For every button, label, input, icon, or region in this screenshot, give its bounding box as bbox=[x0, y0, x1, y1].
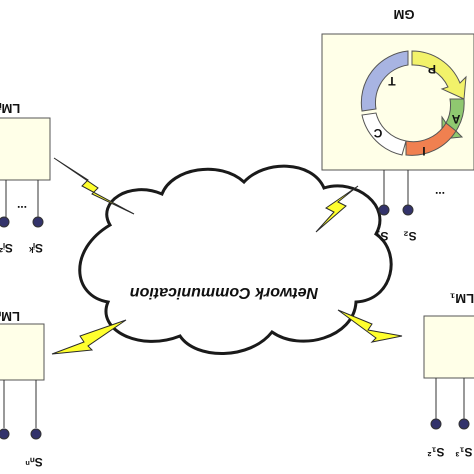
gm-segment-c bbox=[361, 112, 407, 156]
lm-right-panel bbox=[423, 315, 474, 379]
gm-segment-p bbox=[411, 50, 467, 100]
gm-title: GM bbox=[394, 7, 415, 22]
lightning-bolt-bottom-right bbox=[337, 309, 403, 343]
gm-sensor-node bbox=[378, 204, 390, 216]
gm-sensor-node bbox=[402, 204, 414, 216]
lm-top-left-sensor-label: Sᵢ² bbox=[0, 241, 13, 255]
gm-segment-i-label: I bbox=[422, 144, 425, 158]
lightning-bolt-top-right bbox=[315, 185, 359, 233]
gm-cycle-diagram: P A I C T bbox=[360, 50, 467, 158]
lm-right-sensor-node bbox=[430, 418, 442, 430]
lm-right-title: LM₁ bbox=[450, 291, 474, 306]
gm-sensor-label: S₂ bbox=[403, 229, 416, 243]
lm-bottom-left-title: LMₙ bbox=[0, 309, 20, 324]
lm-top-left-sensor-node bbox=[32, 216, 44, 228]
lm-top-left-ellipsis: ... bbox=[17, 203, 27, 217]
lm-top-left-title: LMᵢ bbox=[0, 101, 20, 116]
cloud-label: Network Communication bbox=[130, 284, 319, 301]
lightning-bolt-top-left bbox=[53, 157, 135, 215]
network-cloud: Network Communication bbox=[78, 164, 393, 355]
gm-module: GM P A I C T S₁ S₂ ... bbox=[321, 7, 474, 243]
gm-segment-t bbox=[360, 50, 409, 112]
lm-right-module: LM₁ S₁² S₁³ bbox=[423, 291, 474, 459]
lm-bottom-left-sensor-node bbox=[30, 428, 42, 440]
gm-segment-c-label: C bbox=[373, 126, 382, 140]
gm-sensor-label: S₁ bbox=[375, 229, 388, 243]
lm-right-sensor-label: S₁³ bbox=[456, 445, 473, 459]
lm-top-left-sensor-node bbox=[0, 216, 10, 228]
lm-top-left-sensor-label: Sᵢᵏ bbox=[28, 241, 43, 255]
lm-right-sensor-node bbox=[458, 418, 470, 430]
lightning-bolt-bottom-left bbox=[51, 319, 127, 355]
lm-bottom-left-sensor-node bbox=[0, 428, 10, 440]
gm-segment-t-label: T bbox=[388, 74, 396, 88]
lm-top-left-module: LMᵢ Sᵢ² Sᵢᵏ ... bbox=[0, 101, 51, 255]
gm-ellipsis: ... bbox=[435, 189, 445, 203]
gm-segment-p-label: P bbox=[428, 62, 436, 76]
lm-top-left-panel bbox=[0, 117, 51, 181]
gm-segment-a-label: A bbox=[451, 112, 460, 126]
lm-bottom-left-panel bbox=[0, 323, 45, 381]
lm-bottom-left-sensor-label: Sₙⁿ bbox=[25, 455, 43, 469]
lm-bottom-left-module: LMₙ Sₙⁿ bbox=[0, 309, 45, 469]
lm-right-sensor-label: S₁² bbox=[428, 445, 445, 459]
gm-sensors bbox=[378, 170, 414, 216]
lightning-bolts bbox=[51, 157, 403, 355]
